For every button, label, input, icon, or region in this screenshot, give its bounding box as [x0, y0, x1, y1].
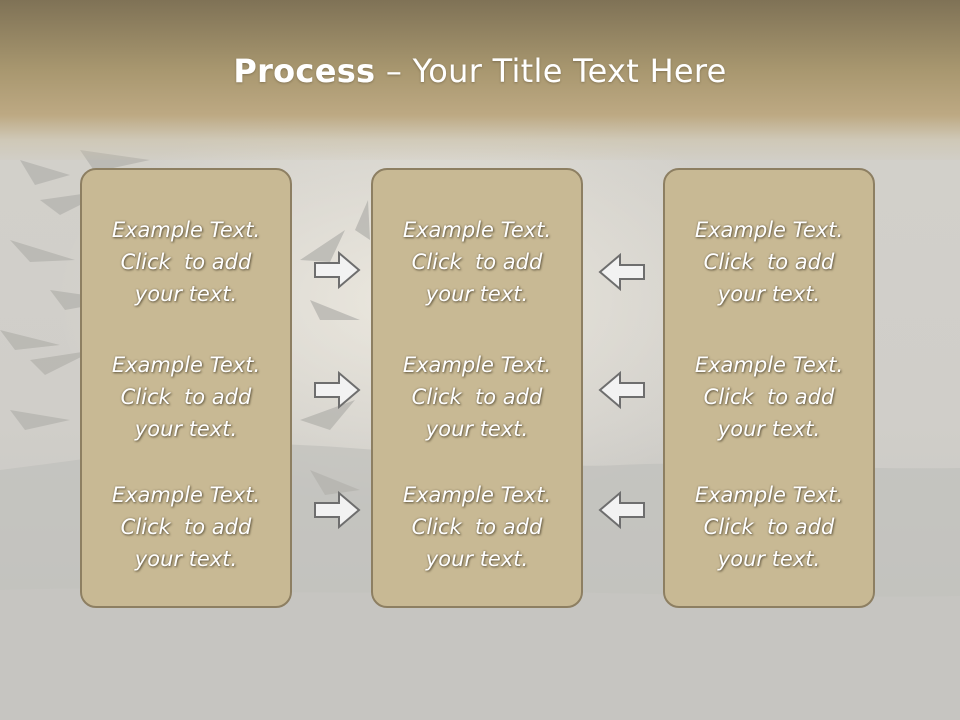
arrow-left-icon[interactable]: [598, 370, 646, 410]
arrow-left-icon[interactable]: [598, 252, 646, 292]
arrow-left-icon[interactable]: [598, 490, 646, 530]
title-rest: – Your Title Text Here: [375, 52, 727, 90]
text-block[interactable]: Example Text. Click to add your text.: [111, 483, 261, 571]
arrow-right-icon[interactable]: [313, 370, 361, 410]
text-block[interactable]: Example Text. Click to add your text.: [694, 483, 844, 571]
text-block[interactable]: Example Text. Click to add your text.: [694, 353, 844, 441]
process-box-right[interactable]: Example Text. Click to add your text. Ex…: [663, 168, 875, 608]
text-block[interactable]: Example Text. Click to add your text.: [402, 483, 552, 571]
process-box-left[interactable]: Example Text. Click to add your text. Ex…: [80, 168, 292, 608]
title-band: [0, 0, 960, 160]
slide-title[interactable]: Process – Your Title Text Here: [0, 52, 960, 90]
arrow-right-icon[interactable]: [313, 490, 361, 530]
text-block[interactable]: Example Text. Click to add your text.: [402, 353, 552, 441]
arrow-right-icon[interactable]: [313, 250, 361, 290]
process-box-center[interactable]: Example Text. Click to add your text. Ex…: [371, 168, 583, 608]
text-block[interactable]: Example Text. Click to add your text.: [402, 218, 552, 306]
title-bold-part: Process: [233, 52, 376, 90]
text-block[interactable]: Example Text. Click to add your text.: [111, 353, 261, 441]
text-block[interactable]: Example Text. Click to add your text.: [111, 218, 261, 306]
text-block[interactable]: Example Text. Click to add your text.: [694, 218, 844, 306]
